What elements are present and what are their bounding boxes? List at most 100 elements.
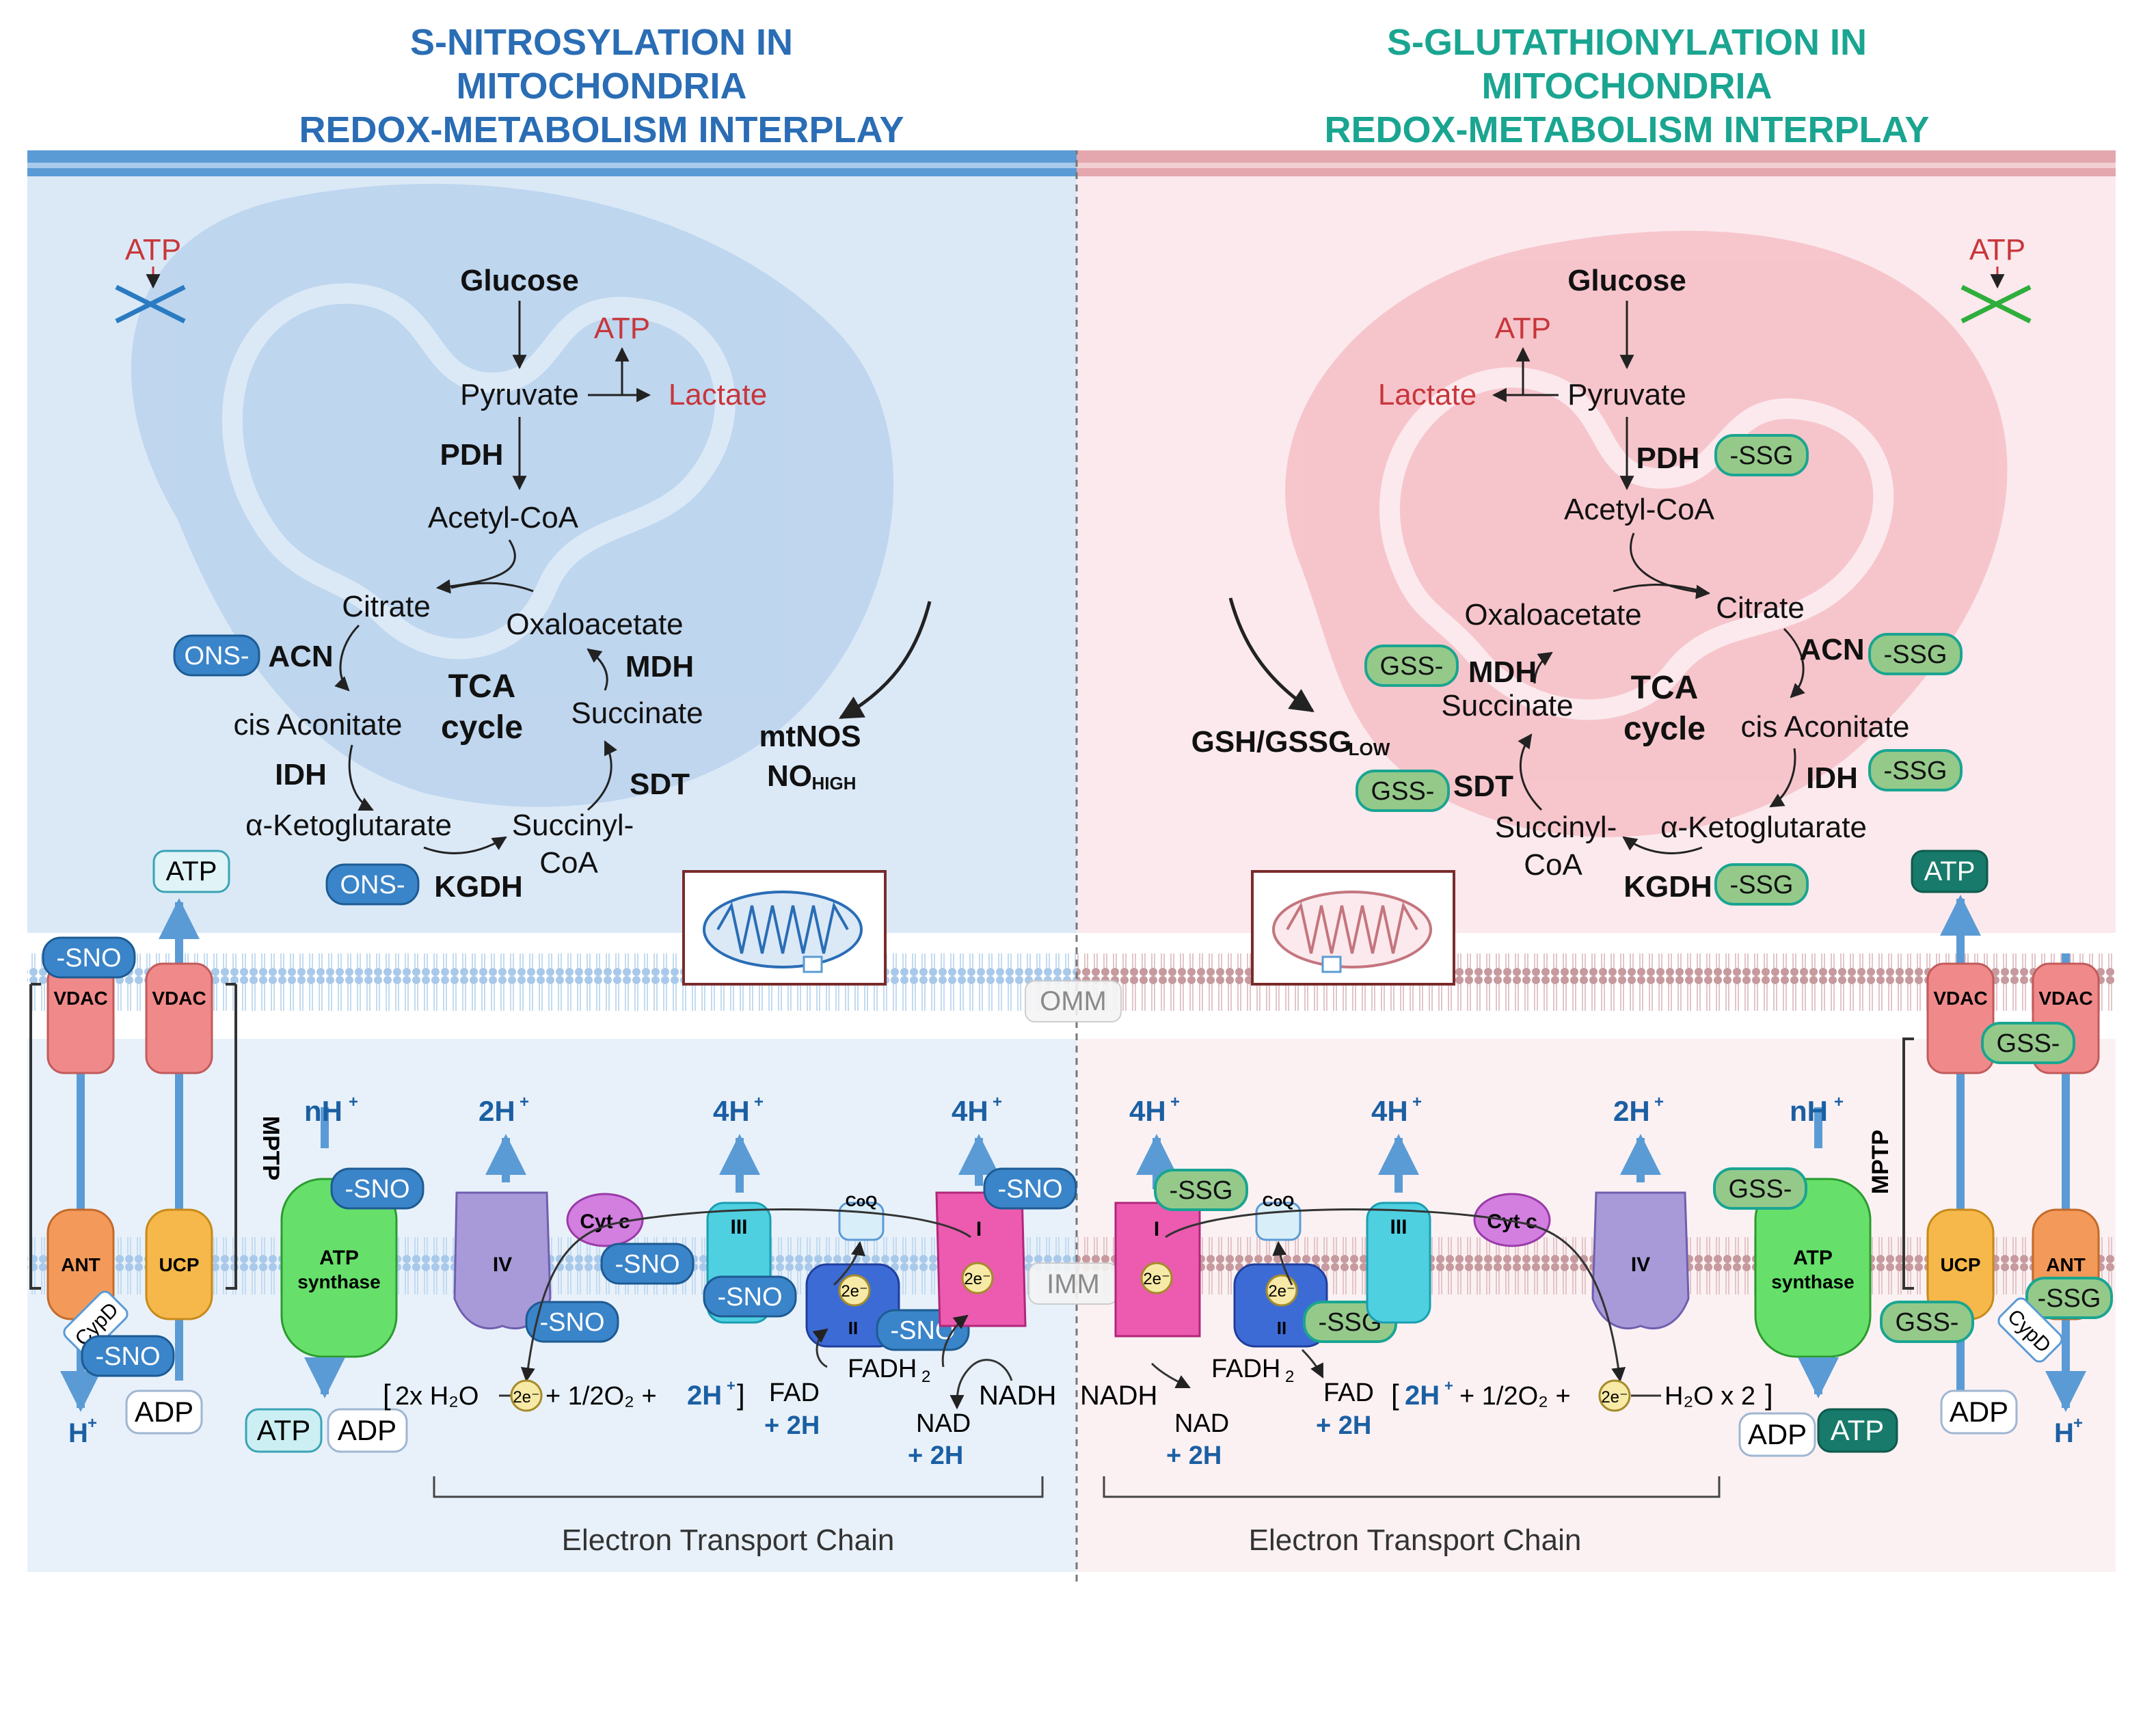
left-h-out: H	[68, 1418, 88, 1448]
left-iv-sno-badge: -SNO	[540, 1308, 605, 1337]
right-atp-produced-label: ATP	[1831, 1414, 1885, 1446]
right-adp-box-2: ADP	[1738, 1412, 1816, 1457]
left-atp-glycolysis: ATP	[594, 312, 650, 345]
left-ant: ANT	[46, 1208, 115, 1320]
left-acn-ons-badge: ONS-	[185, 642, 250, 670]
left-tca: TCA	[448, 668, 516, 705]
left-atp-export-box: ATP	[152, 850, 230, 893]
left-vdac-2: VDAC	[145, 962, 213, 1074]
right-atp-export-box: ATP	[1911, 850, 1989, 893]
right-complex-iii-label: III	[1390, 1216, 1407, 1238]
right-eq-half-o2: + 1/2O₂ +	[1459, 1382, 1571, 1411]
left-h-out-sup: +	[87, 1414, 97, 1433]
left-mito-inset-icon	[682, 870, 887, 986]
right-alpha-kg: α-Ketoglutarate	[1660, 811, 1867, 844]
left-eq-electron: 2e⁻	[513, 1388, 539, 1407]
left-nadh: NADH	[979, 1381, 1056, 1411]
right-coa: CoA	[1524, 848, 1582, 882]
left-i-proton: 4H	[952, 1095, 988, 1127]
left-complex-ii: 2e⁻ II	[805, 1263, 900, 1348]
right-ucp-gss-badge: GSS-	[1896, 1308, 1959, 1337]
left-adp-box-1: ADP	[125, 1389, 203, 1435]
right-citrate: Citrate	[1716, 591, 1805, 625]
right-pdh: PDH	[1636, 442, 1700, 475]
left-title-line-1: S-NITROSYLATION IN	[410, 22, 793, 63]
right-adp-2-label: ADP	[1748, 1418, 1807, 1450]
left-sdt: SDT	[630, 768, 690, 801]
left-title-line-3: REDOX-METABOLISM INTERPLAY	[299, 109, 904, 150]
right-eq-water: H₂O x 2	[1664, 1382, 1755, 1411]
right-lactate: Lactate	[1378, 378, 1477, 411]
left-idh: IDH	[275, 758, 327, 791]
left-eq-water: 2x H₂O	[395, 1382, 479, 1411]
left-oxaloacetate: Oxaloacetate	[506, 608, 683, 641]
right-idh-ssg-badge: -SSG	[1884, 757, 1947, 785]
right-fad-plus-2h: + 2H	[1316, 1411, 1371, 1440]
left-adp-1-label: ADP	[135, 1396, 193, 1428]
right-title-line-2: MITOCHONDRIA	[1481, 66, 1773, 107]
right-cis-aconitate: cis Aconitate	[1740, 710, 1909, 744]
left-succinyl: Succinyl-	[512, 809, 634, 842]
right-kgdh-ssg-badge: -SSG	[1730, 871, 1794, 899]
right-mdh: MDH	[1468, 655, 1537, 689]
right-fad: FAD	[1323, 1379, 1374, 1407]
right-idh: IDH	[1806, 761, 1858, 795]
diagram-svg: OMM IMM ATP Glucose ATP Pyruvate Lactate…	[27, 150, 2116, 1586]
left-complex-iv: IV	[453, 1191, 552, 1330]
right-complex-iv-label: IV	[1631, 1253, 1650, 1276]
right-top-bar-band	[1077, 163, 2116, 168]
right-atp-synthase-label-1: ATP	[1793, 1247, 1833, 1269]
left-cyt-c: Cyt c	[566, 1193, 644, 1247]
omm-text: OMM	[1040, 986, 1107, 1016]
right-iii-proton: 4H	[1371, 1095, 1408, 1127]
omm-label: OMM	[1025, 980, 1122, 1022]
right-eq-2h-sup: +	[1444, 1377, 1453, 1394]
right-acetyl-coa: Acetyl-CoA	[1564, 493, 1715, 526]
left-iii-proton: 4H	[713, 1095, 750, 1127]
right-i-ssg-badge: -SSG	[1170, 1176, 1233, 1205]
right-atp-blocked-x-icon	[1960, 284, 2032, 324]
right-atp-synthase-label-2: synthase	[1771, 1271, 1854, 1292]
right-ant-ssg-badge: -SSG	[2038, 1284, 2101, 1313]
left-coa: CoA	[539, 846, 598, 880]
left-atp-synthase-label-2: synthase	[297, 1271, 380, 1292]
right-eq-bracket-open: [	[1391, 1379, 1399, 1411]
left-nh-sup: +	[349, 1093, 358, 1111]
left-fadh2-sub: 2	[921, 1368, 930, 1386]
right-ant-label: ANT	[2046, 1254, 2086, 1275]
left-pyruvate: Pyruvate	[460, 378, 579, 411]
left-ucp-label: UCP	[159, 1254, 199, 1275]
right-complex-iii: III	[1366, 1202, 1431, 1324]
left-i-electron: 2e⁻	[964, 1270, 990, 1288]
right-eq-electron: 2e⁻	[1601, 1388, 1628, 1407]
right-title: S-GLUTATHIONYLATION IN MITOCHONDRIA REDO…	[1114, 21, 2140, 152]
left-atp-produced-label: ATP	[257, 1414, 311, 1446]
right-nadh: NADH	[1080, 1381, 1157, 1411]
right-iii-proton-sup: +	[1412, 1093, 1422, 1111]
right-atp-synthase-gss-badge: GSS-	[1729, 1175, 1792, 1204]
left-coq-label: CoQ	[846, 1193, 877, 1210]
right-nad-plus-2h: + 2H	[1166, 1441, 1222, 1470]
left-iv-proton-sup: +	[520, 1093, 529, 1111]
left-vdac-1: VDAC	[46, 962, 115, 1074]
left-ant-label: ANT	[61, 1254, 100, 1275]
left-mdh: MDH	[625, 650, 694, 683]
right-etc-label: Electron Transport Chain	[1249, 1523, 1582, 1557]
left-mtnos: mtNOS	[759, 720, 861, 753]
right-i-electron: 2e⁻	[1143, 1270, 1170, 1288]
right-membrane-proteins: MPTP ATP VDAC VDAC GSS- UCP ANT -SSG	[1080, 850, 2113, 1557]
left-atp-synthase-label-1: ATP	[319, 1247, 359, 1269]
left-citrate: Citrate	[342, 590, 431, 623]
right-coq: CoQ	[1255, 1193, 1302, 1241]
left-eq-bracket-open: [	[383, 1379, 391, 1411]
left-vdac-sno-badge: -SNO	[57, 944, 122, 973]
right-eq-2h: 2H	[1405, 1381, 1440, 1411]
left-alpha-kg: α-Ketoglutarate	[245, 809, 452, 842]
right-title-line-1: S-GLUTATHIONYLATION IN	[1387, 22, 1867, 63]
left-vdac-2-label: VDAC	[152, 988, 206, 1009]
right-gsh-sub: LOW	[1349, 739, 1390, 759]
left-cytc-sno-badge: -SNO	[615, 1250, 680, 1279]
right-nad: NAD	[1174, 1409, 1229, 1438]
left-atp-export-label: ATP	[166, 856, 217, 886]
left-atp-produced-box: ATP	[245, 1408, 323, 1453]
